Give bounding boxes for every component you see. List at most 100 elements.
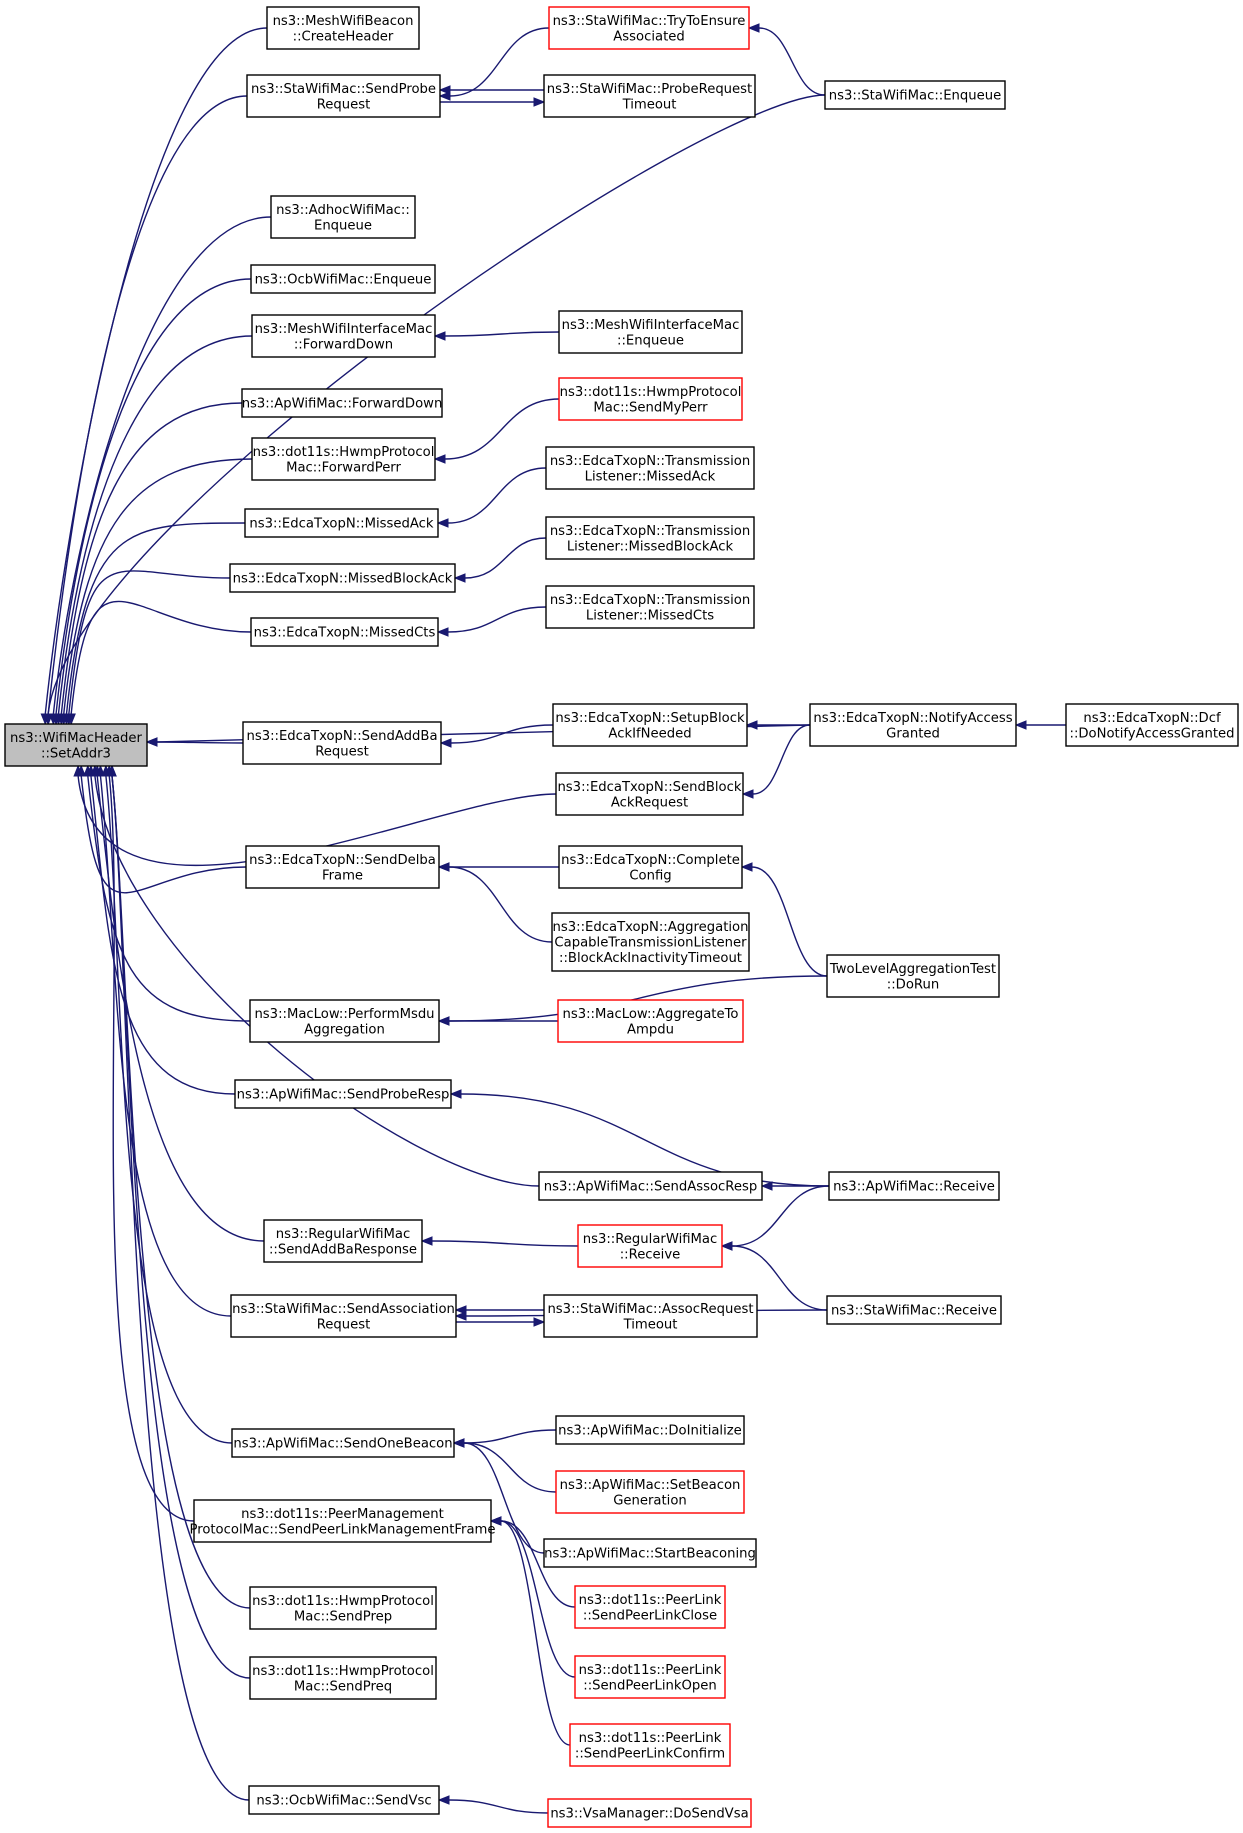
function-node[interactable]: ns3::ApWifiMac::DoInitialize bbox=[555, 1415, 745, 1445]
edge-arrowhead bbox=[760, 1181, 773, 1191]
function-node[interactable]: ns3::EdcaTxopN::MissedAck bbox=[244, 508, 439, 538]
function-node[interactable]: ns3::EdcaTxopN::NotifyAccessGranted bbox=[809, 703, 1017, 747]
node-box bbox=[555, 1470, 745, 1514]
function-node[interactable]: ns3::dot11s::HwmpProtocolMac::ForwardPer… bbox=[251, 437, 436, 481]
edge-line bbox=[94, 775, 540, 1187]
function-node[interactable]: ns3::StaWifiMac::Receive bbox=[826, 1295, 1002, 1325]
node-label-line: ::Receive bbox=[620, 1247, 681, 1262]
function-node[interactable]: ns3::MeshWifiBeacon::CreateHeader bbox=[266, 6, 420, 50]
node-box bbox=[543, 1538, 757, 1568]
function-node[interactable]: ns3::RegularWifiMac::SendAddBaResponse bbox=[263, 1219, 423, 1263]
node-label-line: ns3::EdcaTxopN::Transmission bbox=[550, 524, 750, 539]
call-edge bbox=[452, 1429, 557, 1448]
node-label-line: ns3::EdcaTxopN::MissedCts bbox=[254, 626, 436, 641]
node-label-line: Ampdu bbox=[627, 1022, 674, 1037]
edge-arrowhead bbox=[437, 862, 450, 872]
node-box bbox=[552, 703, 748, 747]
function-node[interactable]: ns3::EdcaTxopN::MissedBlockAck bbox=[229, 563, 456, 593]
node-box bbox=[249, 999, 440, 1043]
node-label-line: ns3::RegularWifiMac bbox=[583, 1232, 718, 1247]
edge-arrowhead bbox=[439, 738, 452, 748]
node-label-line: ns3::StaWifiMac::AssocRequest bbox=[547, 1302, 753, 1317]
call-edge bbox=[720, 1241, 828, 1311]
function-node[interactable]: ns3::EdcaTxopN::MissedCts bbox=[250, 617, 439, 647]
call-edge bbox=[420, 1236, 579, 1247]
function-node[interactable]: ns3::EdcaTxopN::TransmissionListener::Mi… bbox=[545, 585, 755, 629]
edge-line bbox=[758, 27, 826, 96]
function-node[interactable]: ns3::StaWifiMac::Enqueue bbox=[824, 80, 1006, 110]
call-edge bbox=[436, 467, 547, 528]
function-node[interactable]: ns3::ApWifiMac::ForwardDown bbox=[241, 388, 443, 418]
edge-line bbox=[68, 570, 231, 715]
function-node[interactable]: ns3::dot11s::PeerManagementProtocolMac::… bbox=[189, 1499, 496, 1543]
function-node[interactable]: TwoLevelAggregationTest::DoRun bbox=[826, 954, 1000, 998]
function-node[interactable]: ns3::dot11s::PeerLink::SendPeerLinkClose bbox=[574, 1585, 726, 1629]
node-label-line: Listener::MissedCts bbox=[586, 608, 714, 623]
edge-line bbox=[431, 1240, 579, 1247]
function-node[interactable]: ns3::ApWifiMac::SendProbeResp bbox=[234, 1079, 452, 1109]
call-edge bbox=[433, 331, 560, 341]
call-edge bbox=[48, 216, 272, 726]
node-box bbox=[826, 954, 1000, 998]
function-node[interactable]: ns3::OcbWifiMac::SendVsc bbox=[248, 1785, 440, 1815]
node-box bbox=[558, 310, 743, 354]
edge-line bbox=[63, 458, 253, 715]
edge-line bbox=[751, 866, 828, 977]
edge-arrowhead bbox=[437, 1016, 450, 1026]
node-box bbox=[543, 1294, 758, 1338]
edge-line bbox=[500, 1520, 576, 1678]
call-edge bbox=[745, 720, 811, 730]
function-node[interactable]: ns3::dot11s::PeerLink::SendPeerLinkOpen bbox=[574, 1655, 726, 1699]
node-label-line: ns3::EdcaTxopN::Complete bbox=[561, 853, 740, 868]
node-label-line: ns3::EdcaTxopN::Transmission bbox=[550, 454, 750, 469]
node-box bbox=[574, 1655, 726, 1699]
node-label-line: ::DoRun bbox=[887, 977, 939, 992]
function-node[interactable]: ns3::MeshWifiInterfaceMac::ForwardDown bbox=[251, 314, 436, 358]
function-node[interactable]: ns3::ApWifiMac::SendAssocResp bbox=[538, 1171, 763, 1201]
function-node[interactable]: ns3::EdcaTxopN::TransmissionListener::Mi… bbox=[545, 446, 755, 490]
nodes-layer: ns3::WifiMacHeader::SetAddr3 ns3::MeshWif… bbox=[4, 6, 1239, 1828]
call-edge bbox=[107, 764, 250, 1801]
edge-line bbox=[464, 537, 547, 579]
edge-line bbox=[500, 1520, 576, 1608]
node-label-line: ns3::ApWifiMac::SendProbeResp bbox=[237, 1088, 450, 1103]
node-box bbox=[250, 617, 439, 647]
function-node[interactable]: ns3::ApWifiMac::Receive bbox=[828, 1171, 1000, 1201]
node-label-line: Mac::ForwardPerr bbox=[286, 460, 401, 475]
node-label-line: ns3::ApWifiMac::SendAssocResp bbox=[544, 1180, 757, 1195]
function-node[interactable]: ns3::EdcaTxopN::Dcf::DoNotifyAccessGrant… bbox=[1065, 703, 1239, 747]
function-node[interactable]: ns3::EdcaTxopN::TransmissionListener::Mi… bbox=[545, 516, 755, 560]
node-box bbox=[230, 1294, 457, 1338]
function-node[interactable]: ns3::EdcaTxopN::AggregationCapableTransm… bbox=[551, 912, 750, 972]
node-label-line: ns3::ApWifiMac::StartBeaconing bbox=[544, 1547, 756, 1562]
function-node[interactable]: ns3::OcbWifiMac::Enqueue bbox=[250, 264, 436, 294]
function-node[interactable]: ns3::AdhocWifiMac::Enqueue bbox=[270, 195, 416, 239]
function-node[interactable]: ns3::ApWifiMac::SendOneBeacon bbox=[231, 1428, 455, 1458]
edges-layer bbox=[40, 23, 1067, 1814]
node-label-line: ::Enqueue bbox=[617, 333, 684, 348]
function-node[interactable]: ns3::dot11s::PeerLink::SendPeerLinkConfi… bbox=[569, 1723, 731, 1767]
function-node[interactable]: ns3::RegularWifiMac::Receive bbox=[577, 1224, 723, 1268]
node-box bbox=[246, 74, 441, 118]
root-function-node[interactable]: ns3::WifiMacHeader::SetAddr3 bbox=[4, 723, 148, 767]
function-node[interactable]: ns3::VsaManager::DoSendVsa bbox=[547, 1798, 752, 1828]
function-node[interactable]: ns3::ApWifiMac::StartBeaconing bbox=[543, 1538, 757, 1568]
node-box bbox=[266, 6, 420, 50]
function-node[interactable]: ns3::MeshWifiInterfaceMac::Enqueue bbox=[558, 310, 743, 354]
